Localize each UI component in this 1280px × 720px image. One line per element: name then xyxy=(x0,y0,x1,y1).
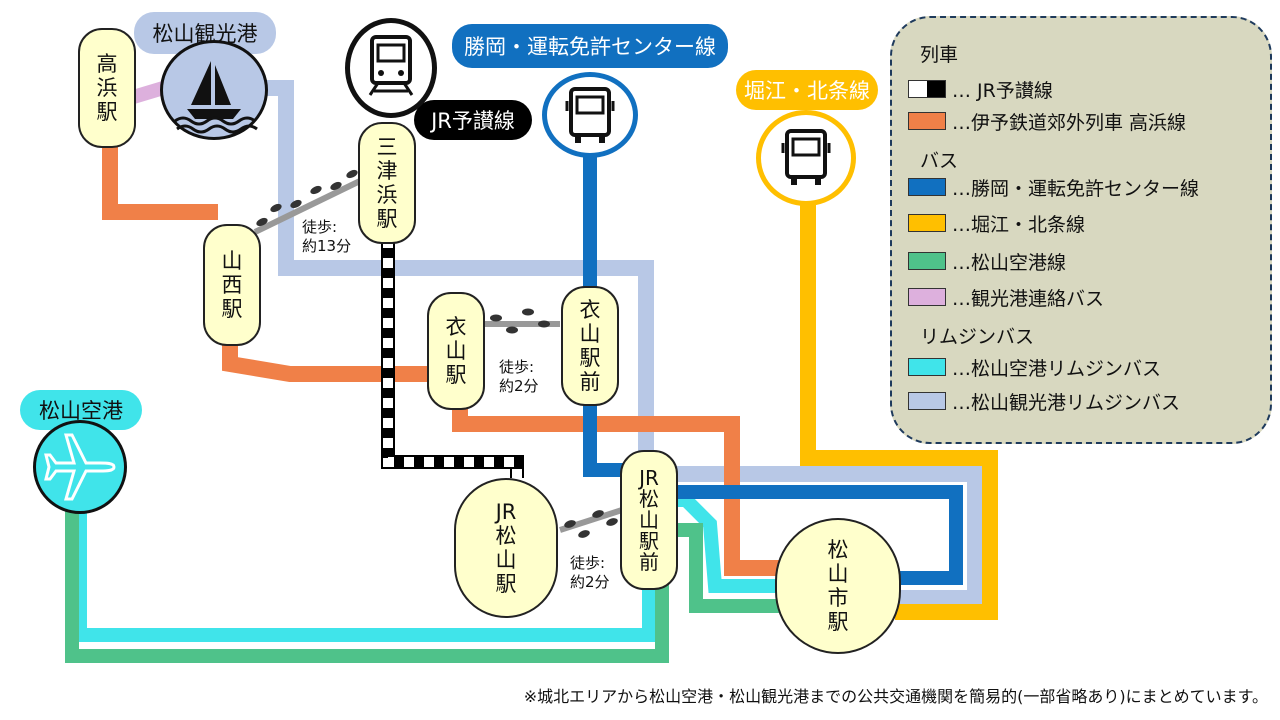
footprints-icon xyxy=(564,510,618,538)
legend-swatch-kankoko-limo xyxy=(908,392,946,410)
bus-icon xyxy=(756,110,856,206)
footprints-icon xyxy=(256,169,358,227)
legend-swatch-kankoko-bus xyxy=(908,288,946,306)
station-matsuyamashi: 松 山 市 駅 xyxy=(775,518,901,654)
legend-item: …勝岡・運転免許センター線 xyxy=(908,174,1199,200)
legend-label: …松山空港リムジンバス xyxy=(952,357,1162,380)
walk-label-mitsuhama: 徒歩: 約13分 xyxy=(302,218,352,255)
route-airport-limousine xyxy=(73,505,656,642)
jr-yosan-label: JR予讃線 xyxy=(414,100,532,140)
legend-swatch-airport-limo xyxy=(908,358,946,376)
legend-label: …松山空港線 xyxy=(952,251,1067,274)
legend-item: …堀江・北条線 xyxy=(908,210,1085,236)
route-airport-bus xyxy=(65,505,669,663)
legend: 列車 … JR予讃線 …伊予鉄道郊外列車 高浜線 バス …勝岡・運転免許センター… xyxy=(890,16,1272,444)
legend-bus-header: バス xyxy=(920,150,959,172)
legend-swatch-airport-bus xyxy=(908,252,946,270)
legend-label: … JR予讃線 xyxy=(952,79,1053,102)
train-icon xyxy=(345,18,437,118)
station-yamanishi: 山 西 駅 xyxy=(203,224,261,346)
legend-item: …観光港連絡バス xyxy=(908,284,1104,310)
legend-label: …勝岡・運転免許センター線 xyxy=(952,177,1200,200)
legend-label: …伊予鉄道郊外列車 高浜線 xyxy=(952,111,1187,134)
legend-label: …観光港連絡バス xyxy=(952,287,1105,310)
station-takahama: 高 浜 駅 xyxy=(78,28,136,148)
station-kinuyama: 衣 山 駅 xyxy=(427,292,485,410)
station-kinuyama-ekimae: 衣 山 駅 前 xyxy=(561,286,619,406)
walk-label-jr-matsuyama: 徒歩: 約2分 xyxy=(570,554,610,591)
station-jr-matsuyama-ekimae: JR 松 山 駅 前 xyxy=(620,450,678,590)
katsuoka-line-label: 勝岡・運転免許センター線 xyxy=(452,24,728,68)
legend-item: … JR予讃線 xyxy=(908,76,1053,102)
legend-swatch-katsuoka xyxy=(908,178,946,196)
route-iyotetsu-takahama xyxy=(102,145,218,220)
legend-label: …堀江・北条線 xyxy=(952,213,1086,236)
legend-item: …伊予鉄道郊外列車 高浜線 xyxy=(908,108,1186,134)
legend-label: …松山観光港リムジンバス xyxy=(952,391,1181,414)
legend-swatch-horie xyxy=(908,214,946,232)
walk-path-mitsuhama xyxy=(253,177,364,235)
bus-icon xyxy=(542,72,638,158)
legend-item: …松山観光港リムジンバス xyxy=(908,388,1180,414)
legend-swatch-jr xyxy=(908,80,946,98)
airplane-icon xyxy=(33,420,127,514)
legend-limo-header: リムジンバス xyxy=(920,326,1035,348)
horie-line-label: 堀江・北条線 xyxy=(736,70,878,110)
route-horie xyxy=(800,200,998,620)
legend-train-header: 列車 xyxy=(920,44,959,66)
footnote: ※城北エリアから松山空港・松山観光港までの公共交通機関を簡易的(一部省略あり)に… xyxy=(523,687,1268,706)
legend-item: …松山空港リムジンバス xyxy=(908,354,1161,380)
route-kankoko-limousine xyxy=(215,80,983,606)
legend-item: …松山空港線 xyxy=(908,248,1066,274)
legend-swatch-iyotetsu xyxy=(908,112,946,130)
footprints-icon xyxy=(490,308,550,334)
station-mitsuhama: 三 津 浜 駅 xyxy=(358,122,416,244)
ship-icon xyxy=(160,40,268,140)
walk-label-kinuyama: 徒歩: 約2分 xyxy=(499,358,539,395)
station-jr-matsuyama: JR 松 山 駅 xyxy=(454,478,558,618)
